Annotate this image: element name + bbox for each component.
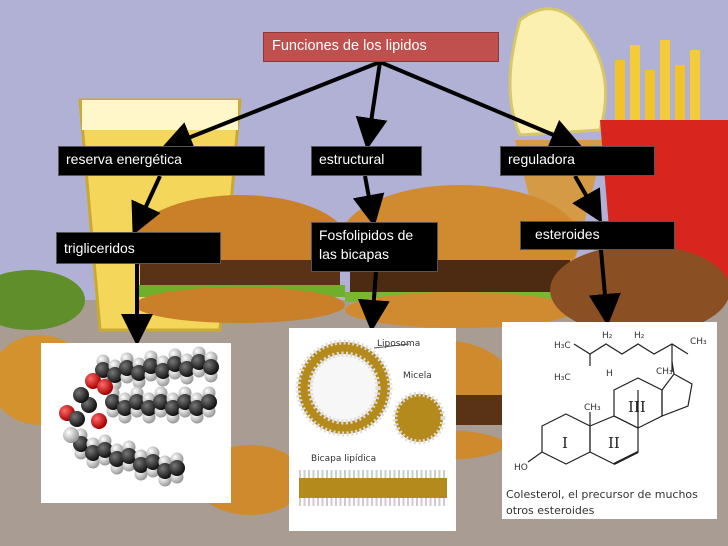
h2-label: H₂ — [602, 331, 613, 341]
example-box-fosfolipidos: Fosfolipidos de las bicapas — [311, 222, 438, 272]
ch3-label-2: CH₃ — [656, 367, 673, 377]
ch3-label-3: CH₃ — [584, 403, 601, 413]
example-label-trigliceridos: trigliceridos — [64, 240, 135, 256]
page-title: Funciones de los lipidos — [272, 38, 427, 54]
ring-ii-label: II — [608, 434, 620, 452]
category-box-reguladora: reguladora — [500, 146, 655, 176]
phospholipid-structures-panel: Liposoma Micela Bicapa lipídica — [289, 328, 456, 531]
category-label-estructural: estructural — [319, 151, 385, 167]
lipid-bilayer — [299, 468, 447, 508]
burger-left — [130, 195, 350, 323]
ho-label: HO — [514, 463, 528, 473]
arrow-esteroides-to-cholesterol — [588, 249, 621, 326]
h2-label-2: H₂ — [634, 331, 645, 341]
category-box-estructural: estructural — [311, 146, 422, 176]
arrow-reserva-to-trigliceridos — [131, 175, 162, 236]
example-label-esteroides: esteroides — [535, 226, 600, 242]
ch3-label: CH₃ — [690, 337, 707, 347]
cholesterol-panel: H₃C H₃C CH₃ CH₃ CH₃ H₂ H₂ H HO I II III … — [502, 322, 717, 519]
ring-i-label: I — [562, 434, 568, 452]
arrow-title-to-reserva — [160, 60, 381, 153]
h3c-label: H₃C — [554, 341, 571, 351]
ring-iii-label: III — [628, 398, 646, 416]
cholesterol-structure-image: H₃C H₃C CH₃ CH₃ CH₃ H₂ H₂ H HO I II III — [514, 331, 707, 473]
title-box: Funciones de los lipidos — [263, 32, 499, 62]
example-box-trigliceridos: trigliceridos — [56, 232, 221, 264]
h-label: H — [606, 369, 613, 379]
arrow-fosfolipidos-to-liposome — [357, 271, 390, 332]
phospholipid-structures-image: Liposoma Micela Bicapa lipídica — [295, 339, 447, 508]
arrow-reguladora-to-esteroides — [572, 175, 602, 223]
arrow-title-to-estructural — [355, 61, 388, 150]
triglyceride-molecule-image — [59, 346, 219, 487]
category-label-reserva: reserva energética — [66, 151, 182, 167]
ice-cream — [508, 7, 608, 137]
category-label-reguladora: reguladora — [508, 151, 575, 167]
micelle — [392, 391, 446, 445]
h3c-label-2: H₃C — [554, 373, 571, 383]
liposome — [295, 339, 410, 437]
micela-label: Micela — [403, 371, 432, 381]
liposoma-label: Liposoma — [377, 339, 420, 349]
category-box-reserva: reserva energética — [58, 146, 265, 176]
arrow-estructural-to-fosfolipidos — [352, 175, 385, 227]
example-box-esteroides: esteroides — [520, 221, 675, 250]
triglyceride-molecule-panel — [41, 343, 231, 503]
bicapa-label: Bicapa lipídica — [311, 454, 376, 464]
arrow-title-to-reguladora — [379, 60, 583, 150]
cholesterol-caption: Colesterol, el precursor de muchos otros… — [506, 488, 698, 517]
example-label-fosfolipidos: Fosfolipidos de las bicapas — [319, 227, 414, 262]
